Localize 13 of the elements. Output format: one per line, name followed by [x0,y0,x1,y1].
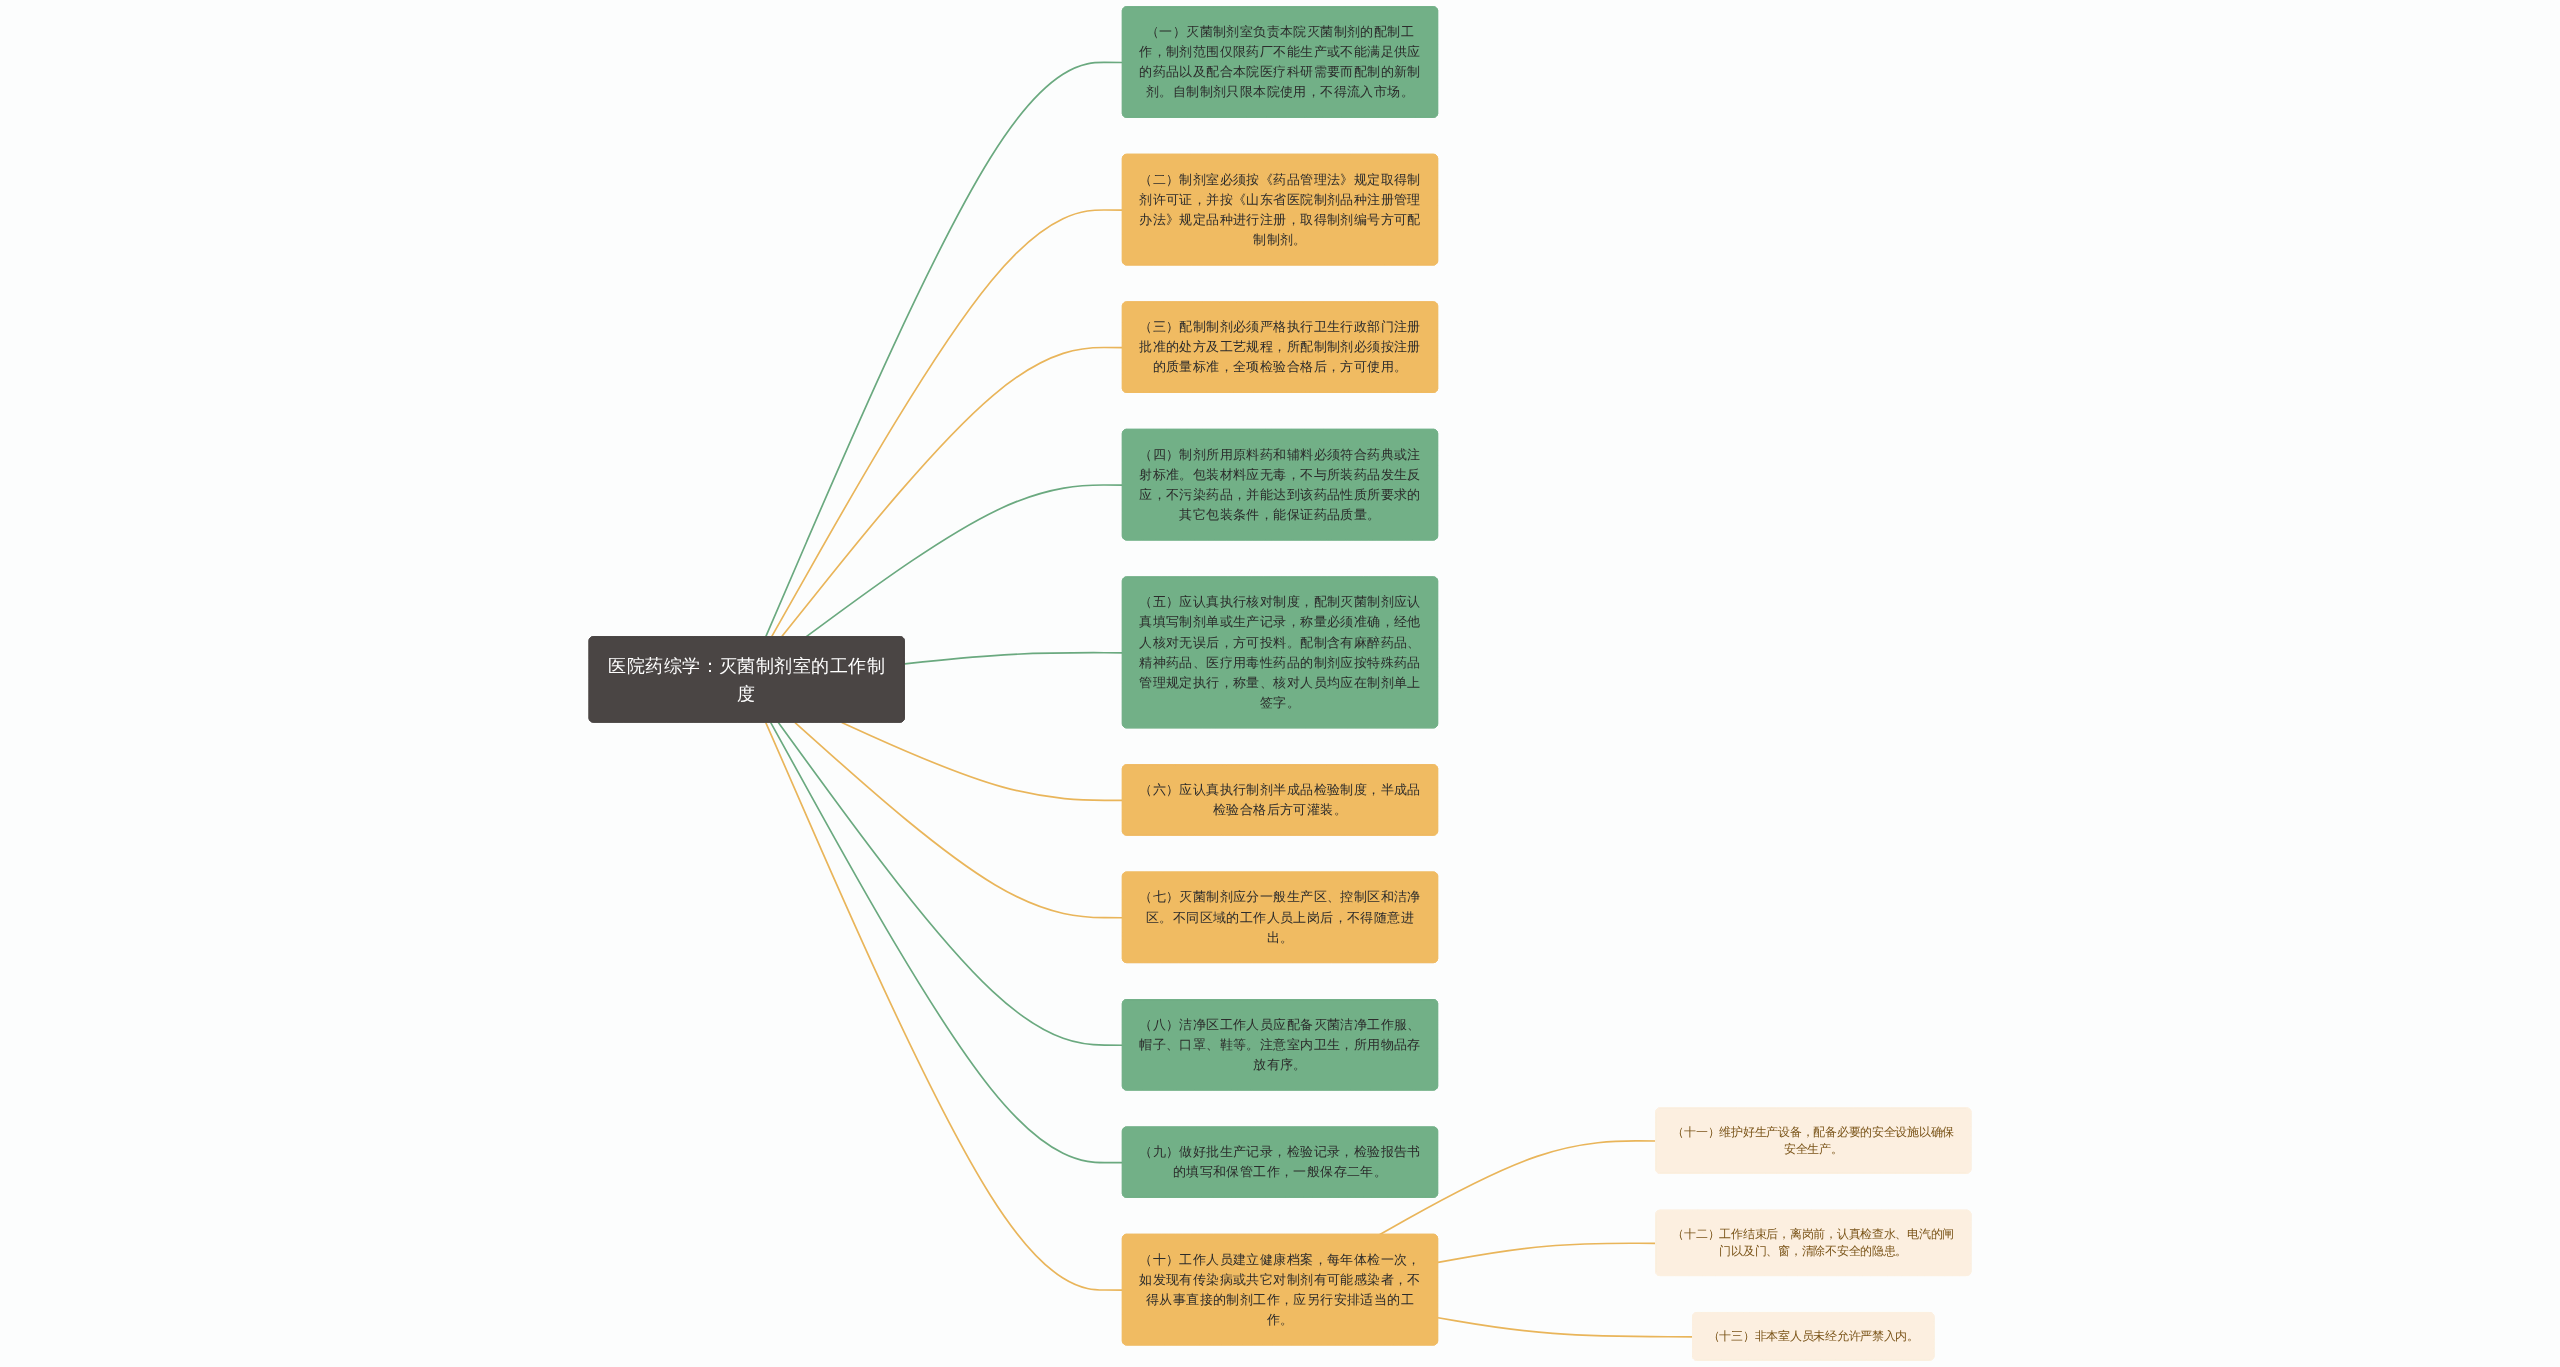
connector [1437,1242,1657,1264]
connector [769,721,1124,1164]
connector [794,721,1124,919]
connector [764,61,1124,638]
connector [804,484,1124,638]
connector [840,721,1124,802]
connector [780,346,1124,638]
connector [903,651,1124,665]
connector [764,721,1124,1291]
connector [1437,1316,1694,1338]
connector [1378,1140,1657,1236]
connector [770,209,1124,638]
connector [777,721,1124,1047]
